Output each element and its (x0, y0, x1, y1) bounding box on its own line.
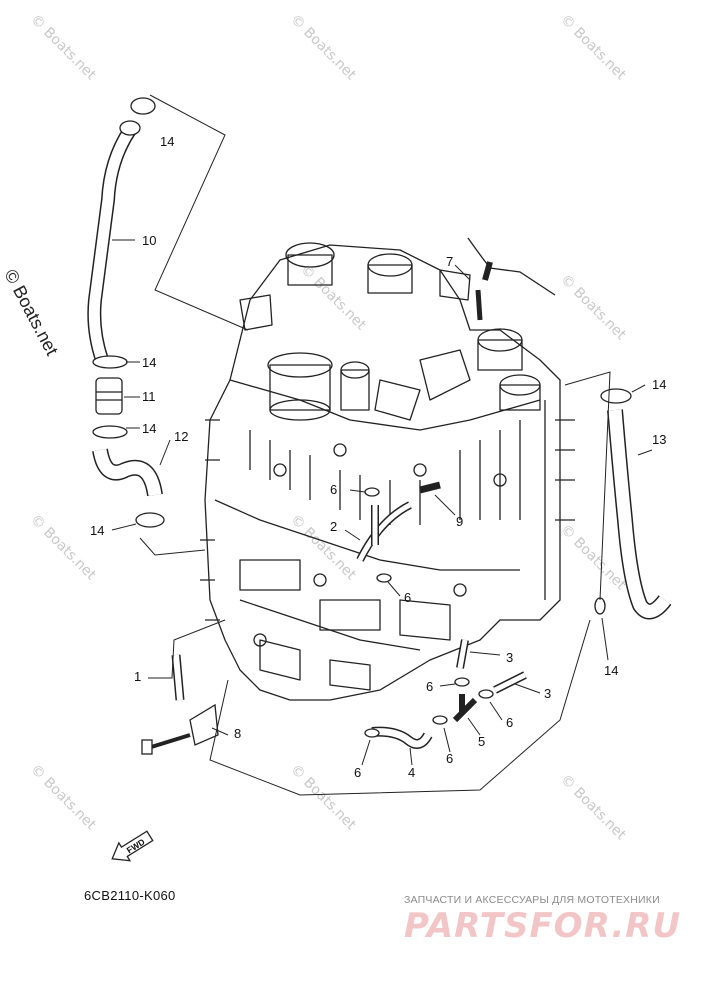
callout-label: 13 (652, 432, 666, 447)
callout-label: 6 (404, 590, 411, 605)
callout-label: 6 (426, 679, 433, 694)
callout-label: 8 (234, 726, 241, 741)
callout-label: 14 (142, 355, 156, 370)
callout-label: 6 (330, 482, 337, 497)
callout-label: 12 (174, 429, 188, 444)
watermark: © Boats.net (27, 12, 99, 84)
callout-label: 14 (652, 377, 666, 392)
callout-label: 6 (354, 765, 361, 780)
callout-label: 10 (142, 233, 156, 248)
watermark: © Boats.net (287, 512, 359, 584)
callout-label: 1 (134, 669, 141, 684)
callout-label: 3 (544, 686, 551, 701)
leader-lines (111, 94, 653, 796)
shop-logo: PARTSFOR.RU (404, 906, 682, 946)
callout-label: 7 (446, 254, 453, 269)
callout-label: 9 (456, 514, 463, 529)
watermark: © Boats.net (27, 762, 99, 834)
callout-label: 6 (506, 715, 513, 730)
callout-label: 11 (142, 389, 156, 404)
engine-block (200, 242, 575, 701)
callout-label: 14 (142, 421, 156, 436)
hoses (87, 97, 672, 755)
callout-label: 6 (446, 751, 453, 766)
watermark: © Boats.net (557, 772, 629, 844)
callout-label: 14 (604, 663, 618, 678)
callout-label: 4 (408, 765, 415, 780)
callout-label: 2 (330, 519, 337, 534)
fwd-arrow-icon: FWD (111, 830, 154, 862)
callout-label: 14 (160, 134, 174, 149)
watermark: © Boats.net (297, 262, 369, 334)
watermark: © Boats.net (287, 762, 359, 834)
watermark: © Boats.net (557, 12, 629, 84)
callout-labels: 14 10 14 11 14 12 14 7 14 13 6 9 2 6 14 … (90, 134, 666, 780)
diagram-code: 6CB2110-K060 (84, 888, 176, 903)
callout-label: 14 (90, 523, 104, 538)
watermark: © Boats.net (557, 272, 629, 344)
watermark: © Boats.net (287, 12, 359, 84)
callout-label: 5 (478, 734, 485, 749)
shop-tagline: ЗАПЧАСТИ И АКСЕССУАРЫ ДЛЯ МОТОТЕХНИКИ (404, 894, 660, 906)
watermark: © Boats.net (27, 512, 99, 584)
callout-label: 3 (506, 650, 513, 665)
